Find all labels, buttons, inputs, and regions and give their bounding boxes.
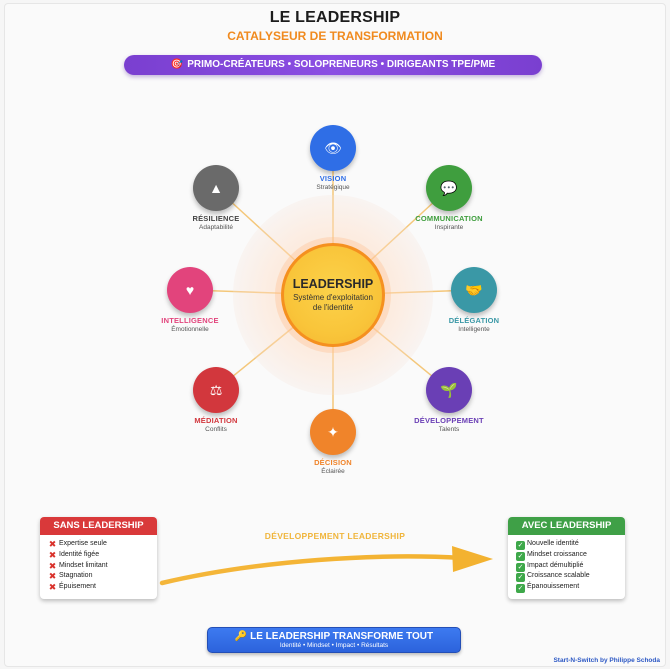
list-item-text: Épanouissement bbox=[527, 583, 580, 591]
list-item-text: Expertise seule bbox=[59, 540, 107, 547]
arrow-curve bbox=[159, 554, 465, 586]
list-item: ✓Épanouissement bbox=[516, 582, 619, 594]
core-subtitle: Système d'exploitation de l'identité bbox=[293, 293, 373, 312]
speech-icon: 💬 bbox=[426, 165, 472, 211]
node-label: DÉLÉGATION bbox=[448, 316, 500, 325]
cross-icon: ✖ bbox=[48, 571, 57, 582]
arrow-head bbox=[452, 546, 493, 572]
with-leadership-title: AVEC LEADERSHIP bbox=[508, 517, 625, 535]
list-item: ✖Expertise seule bbox=[48, 539, 151, 550]
list-item: ✖Épuisement bbox=[48, 582, 151, 593]
node-label: RÉSILIENCE bbox=[192, 214, 240, 223]
check-icon: ✓ bbox=[516, 551, 525, 561]
without-leadership-box: SANS LEADERSHIP ✖Expertise seule✖Identit… bbox=[40, 517, 157, 599]
balance-icon: ⚖ bbox=[193, 367, 239, 413]
development-arrow-label: DÉVELOPPEMENT LEADERSHIP bbox=[264, 531, 406, 541]
target-audience-banner: 🎯PRIMO-CRÉATEURS • SOLOPRENEURS • DIRIGE… bbox=[124, 55, 542, 75]
with-leadership-list: ✓Nouvelle identité✓Mindset croissance✓Im… bbox=[508, 535, 625, 599]
key-icon: 🔑 bbox=[234, 631, 248, 642]
check-icon: ✓ bbox=[516, 541, 525, 550]
node-sublabel: Talents bbox=[438, 426, 460, 433]
target-audience-label: PRIMO-CRÉATEURS • SOLOPRENEURS • DIRIGEA… bbox=[187, 59, 496, 70]
heart-icon: ♥ bbox=[167, 267, 213, 313]
leadership-core: LEADERSHIP Système d'exploitation de l'i… bbox=[281, 243, 385, 347]
eye-icon: 👁 bbox=[310, 125, 356, 171]
node-sublabel: Intelligente bbox=[458, 326, 490, 333]
list-item-text: Croissance scalable bbox=[527, 572, 590, 580]
list-item: ✓Croissance scalable bbox=[516, 571, 619, 583]
list-item: ✖Identité figée bbox=[48, 550, 151, 561]
cross-icon: ✖ bbox=[48, 560, 57, 571]
cross-icon: ✖ bbox=[48, 549, 57, 560]
check-icon: ✓ bbox=[516, 584, 525, 594]
node-label: VISION bbox=[319, 174, 347, 183]
list-item-text: Stagnation bbox=[59, 572, 93, 580]
list-item-text: Épuisement bbox=[59, 583, 96, 591]
sprout-icon: 🌱 bbox=[426, 367, 472, 413]
with-leadership-box: AVEC LEADERSHIP ✓Nouvelle identité✓Minds… bbox=[508, 517, 625, 599]
footer-banner: 🔑 LE LEADERSHIP TRANSFORME TOUT Identité… bbox=[207, 627, 461, 653]
check-icon: ✓ bbox=[516, 573, 525, 583]
check-icon: ✓ bbox=[516, 562, 525, 572]
footer-title: LE LEADERSHIP TRANSFORME TOUT bbox=[250, 631, 434, 642]
node-sublabel: Éclairée bbox=[321, 468, 345, 475]
cross-icon: ✖ bbox=[48, 582, 57, 593]
list-item: ✓Impact démultiplié bbox=[516, 561, 619, 572]
list-item-text: Mindset croissance bbox=[527, 550, 587, 558]
list-item-text: Identité figée bbox=[59, 550, 100, 558]
node-label: COMMUNICATION bbox=[415, 214, 483, 223]
node-sublabel: Adaptabilité bbox=[199, 224, 233, 231]
list-item: ✓Mindset croissance bbox=[516, 550, 619, 561]
without-leadership-title: SANS LEADERSHIP bbox=[40, 517, 157, 535]
list-item-text: Nouvelle identité bbox=[527, 540, 579, 547]
credit-text: Start-N-Switch by Philippe Schoda bbox=[553, 657, 660, 664]
core-title: LEADERSHIP bbox=[292, 277, 374, 291]
mountain-icon: ▲ bbox=[193, 165, 239, 211]
list-item: ✖Stagnation bbox=[48, 571, 151, 582]
node-sublabel: Conflits bbox=[205, 426, 227, 433]
handshake-icon: 🤝 bbox=[451, 267, 497, 313]
list-item-text: Impact démultiplié bbox=[527, 561, 584, 569]
list-item: ✓Nouvelle identité bbox=[516, 539, 619, 550]
node-label: INTELLIGENCE bbox=[161, 316, 219, 325]
node-sublabel: Inspirante bbox=[434, 224, 464, 231]
node-label: DÉCISION bbox=[314, 458, 352, 467]
node-sublabel: Stratégique bbox=[316, 184, 350, 191]
cross-icon: ✖ bbox=[48, 539, 57, 549]
page-subtitle: CATALYSEUR DE TRANSFORMATION bbox=[227, 29, 443, 43]
target-icon: 🎯 bbox=[170, 59, 184, 70]
list-item: ✖Mindset limitant bbox=[48, 561, 151, 572]
list-item-text: Mindset limitant bbox=[59, 561, 108, 569]
page-title: LE LEADERSHIP bbox=[269, 9, 401, 26]
sparkle-icon: ✦ bbox=[310, 409, 356, 455]
node-sublabel: Émotionnelle bbox=[171, 326, 209, 333]
node-label: MÉDIATION bbox=[194, 416, 238, 425]
footer-subtitle: Identité • Mindset • Impact • Résultats bbox=[279, 642, 389, 649]
without-leadership-list: ✖Expertise seule✖Identité figée✖Mindset … bbox=[40, 535, 157, 599]
node-label: DÉVELOPPEMENT bbox=[414, 416, 484, 425]
